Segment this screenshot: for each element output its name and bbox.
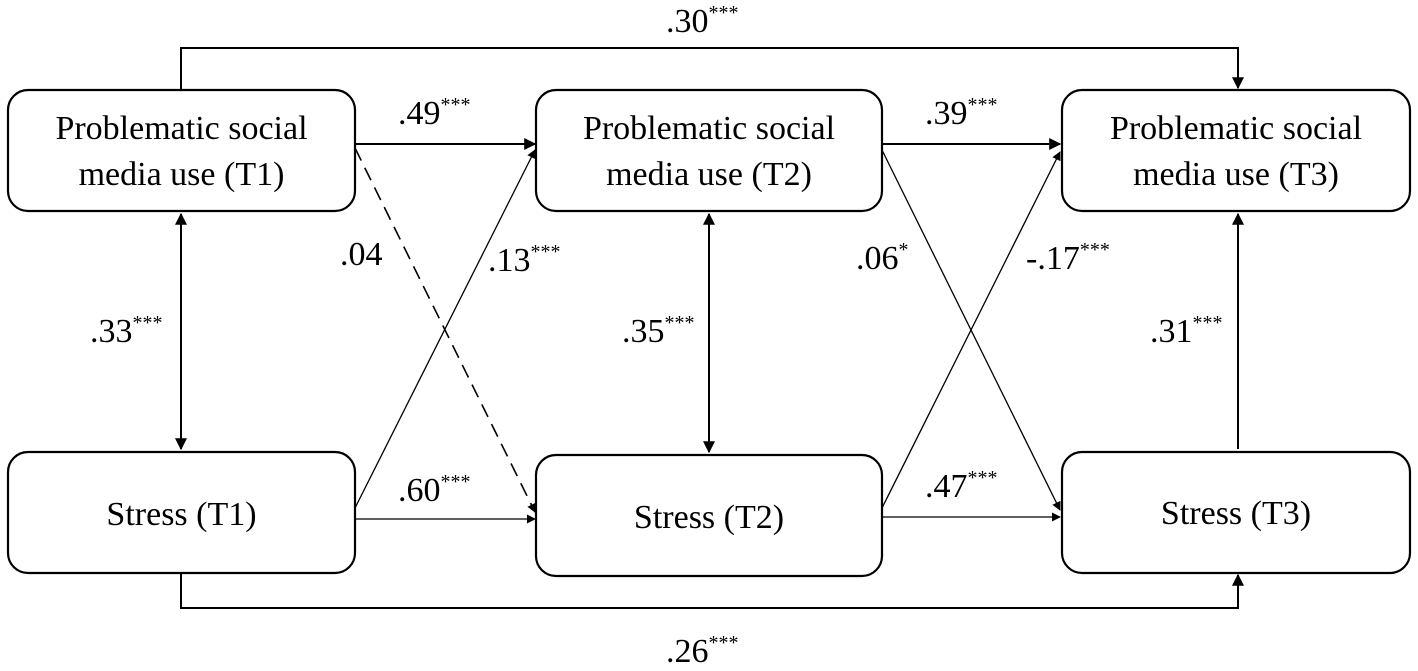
node-stress-t2: Stress (T2): [534, 453, 884, 578]
node-label-line1: Problematic social: [583, 110, 835, 147]
node-label-line2: media use (T3): [1133, 156, 1339, 193]
coef-psmu-t1-to-stress-t2: .04: [340, 236, 383, 273]
coef-stress-t1-to-stress-t2: .60***: [398, 471, 471, 509]
node-label: Stress (T3): [1161, 495, 1311, 532]
node-stress-t1: Stress (T1): [6, 450, 357, 575]
node-box: [6, 88, 357, 213]
node-psmu-t2: Problematic social media use (T2): [534, 88, 884, 213]
coef-stress-t2-to-stress-t3: .47***: [925, 467, 998, 505]
coef-t2-covariance: .35***: [622, 312, 695, 350]
coef-psmu-t2-to-psmu-t3: .39***: [925, 94, 998, 132]
coef-t1-covariance: .33***: [90, 312, 163, 350]
node-box: [1060, 88, 1412, 213]
edge-psmu-t1-to-psmu-t3: [180, 47, 1244, 90]
node-psmu-t3: Problematic social media use (T3): [1060, 88, 1412, 213]
coef-psmu-t1-to-psmu-t2: .49***: [398, 94, 471, 132]
coef-stress-t3-to-psmu-t3: .31***: [1150, 312, 1223, 350]
node-label-line2: media use (T1): [79, 156, 285, 193]
coef-stress-t1-to-psmu-t2: .13***: [488, 241, 561, 279]
node-label-line1: Problematic social: [55, 110, 307, 147]
node-box: [534, 453, 884, 578]
edge-stress-t2-to-psmu-t3: [881, 151, 1061, 509]
node-label-line2: media use (T2): [606, 156, 812, 193]
node-psmu-t1: Problematic social media use (T1): [6, 88, 357, 213]
coef-stress-t2-to-psmu-t3: -.17***: [1026, 239, 1110, 277]
node-box: [534, 88, 884, 213]
coef-psmu-t1-to-psmu-t3: .30***: [666, 2, 739, 40]
coef-psmu-t2-to-stress-t3: .06*: [856, 239, 909, 277]
edge-stress-t1-to-stress-t3: [180, 573, 1244, 609]
edge-stress-t1-to-psmu-t2: [354, 149, 536, 509]
node-label: Stress (T2): [634, 499, 784, 536]
node-box: [6, 450, 357, 575]
node-box: [1060, 450, 1412, 575]
node-stress-t3: Stress (T3): [1060, 450, 1412, 575]
node-label-line1: Problematic social: [1110, 110, 1362, 147]
node-label: Stress (T1): [106, 496, 256, 533]
coef-stress-t1-to-stress-t3: .26***: [666, 632, 739, 670]
